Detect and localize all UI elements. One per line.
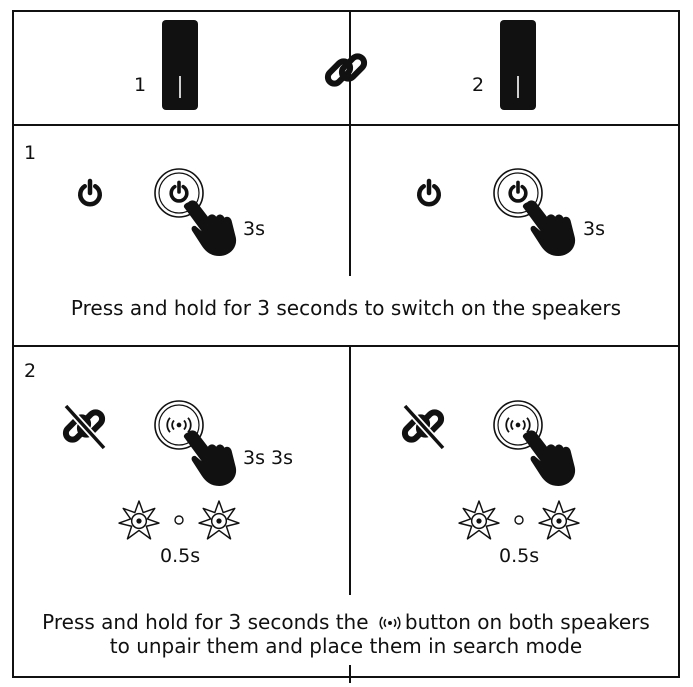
divider-vertical-step1 — [349, 126, 351, 276]
speaker-right-label: 2 — [472, 74, 485, 96]
step1-caption: Press and hold for 3 seconds to switch o… — [70, 296, 622, 320]
step1-right-duration: 3s — [583, 218, 605, 240]
step2-caption: Press and hold for 3 seconds the button … — [12, 610, 680, 658]
pointing-hand-icon — [180, 424, 242, 486]
blinking-light-icon — [538, 500, 580, 542]
speaker-left-icon — [162, 20, 198, 110]
pointing-hand-icon — [180, 194, 242, 256]
step2-caption-line1: Press and hold for 3 seconds the button … — [12, 610, 680, 634]
blinking-light-icon — [118, 500, 160, 542]
speaker-left-label: 1 — [134, 74, 147, 96]
broken-link-icon — [60, 403, 108, 451]
instruction-frame — [12, 10, 680, 678]
step2-caption-part1: Press and hold for 3 seconds the — [42, 610, 375, 634]
step1-number: 1 — [24, 142, 37, 164]
pointing-hand-icon — [519, 424, 581, 486]
divider-vertical-step2 — [349, 345, 351, 595]
step2-right-blink-interval: 0.5s — [499, 545, 540, 567]
step2-caption-part2: button on both speakers — [404, 610, 650, 634]
separator-dot-icon — [174, 515, 184, 525]
step2-number: 2 — [24, 360, 37, 382]
divider-header — [12, 124, 680, 126]
power-icon — [414, 178, 444, 208]
chain-link-icon — [322, 46, 370, 94]
step1-left-duration: 3s — [243, 218, 265, 240]
step2-left-blink-interval: 0.5s — [160, 545, 201, 567]
power-icon — [75, 178, 105, 208]
blinking-light-icon — [198, 500, 240, 542]
pointing-hand-icon — [519, 194, 581, 256]
pairing-waves-icon — [375, 613, 405, 633]
separator-dot-icon — [514, 515, 524, 525]
blinking-light-icon — [458, 500, 500, 542]
divider-step2 — [12, 345, 680, 347]
step2-left-duration: 3s 3s — [243, 447, 294, 469]
broken-link-icon — [399, 403, 447, 451]
divider-vertical-bottom — [349, 665, 351, 683]
speaker-right-icon — [500, 20, 536, 110]
step2-caption-line2: to unpair them and place them in search … — [109, 634, 583, 658]
